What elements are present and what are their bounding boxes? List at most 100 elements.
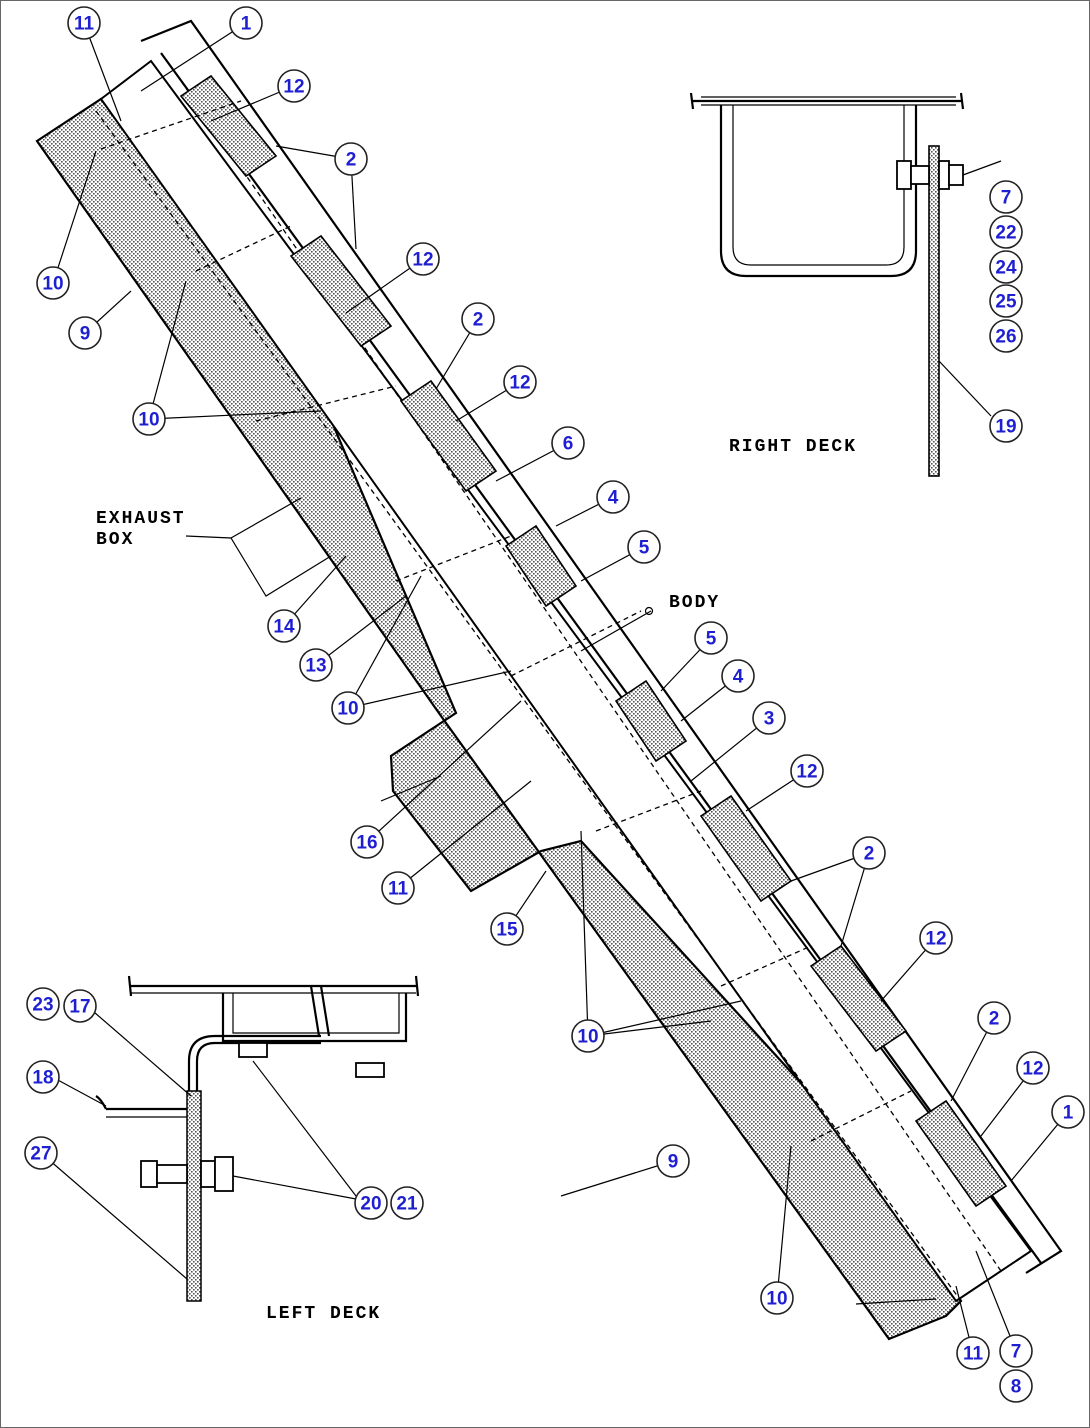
band-tick-2 [855, 1298, 937, 1305]
cross-lines [100, 100, 912, 1142]
callout-number: 12 [412, 250, 433, 271]
callout-18: 18 [26, 1060, 60, 1094]
callout-17: 17 [63, 989, 97, 1023]
callout-circle [277, 69, 311, 103]
callout-number: 2 [346, 150, 357, 171]
callout-circle [490, 912, 524, 946]
callout-number: 12 [796, 762, 817, 783]
callout-circle [350, 825, 384, 859]
callout-circle [852, 836, 886, 870]
callout-number: 5 [639, 538, 650, 559]
callout-12: 12 [790, 754, 824, 788]
callout-number: 12 [925, 929, 946, 950]
callout-number: 16 [356, 833, 377, 854]
callout-9: 9 [656, 1144, 690, 1178]
callout-2: 2 [852, 836, 886, 870]
callout-circle [1051, 1095, 1085, 1129]
callout-number: 17 [69, 997, 90, 1018]
callout-13: 13 [299, 648, 333, 682]
callout-number: 24 [995, 258, 1017, 279]
callout-number: 1 [241, 14, 252, 35]
callout-circle [919, 921, 953, 955]
callout-circle [752, 701, 786, 735]
callout-10: 10 [760, 1281, 794, 1315]
callout-number: 3 [764, 709, 775, 730]
callout-circle [132, 402, 166, 436]
callout-number: 8 [1011, 1377, 1022, 1398]
callout-circle [989, 180, 1023, 214]
callout-circle [989, 409, 1023, 443]
body-leader [580, 610, 652, 652]
callout-circle [989, 319, 1023, 353]
callout-circle [390, 1186, 424, 1220]
callout-number: 6 [563, 434, 574, 455]
callout-number: 13 [305, 656, 326, 677]
callout-circle [381, 871, 415, 905]
callout-circle [461, 302, 495, 336]
exhaust-box-bracket-2 [230, 497, 302, 539]
callout-4: 4 [596, 480, 630, 514]
callout-number: 1 [1063, 1103, 1074, 1124]
exhaust-box-label-1: EXHAUST [96, 509, 186, 529]
callout-10: 10 [571, 1019, 605, 1053]
callout-5: 5 [694, 621, 728, 655]
insulation-band [35, 97, 963, 1341]
callout-circle [267, 609, 301, 643]
callout-circle [790, 754, 824, 788]
callout-11: 11 [67, 6, 101, 40]
callout-4: 4 [721, 659, 755, 693]
callout-number: 10 [138, 410, 159, 431]
callout-circle [656, 1144, 690, 1178]
callout-number: 2 [989, 1009, 1000, 1030]
callout-circle [63, 989, 97, 1023]
callout-number: 5 [706, 629, 717, 650]
callout-7: 7 [989, 180, 1023, 214]
callout-circle [760, 1281, 794, 1315]
rail-panels [179, 74, 1008, 1208]
callout-2: 2 [977, 1001, 1011, 1035]
callout-12: 12 [1016, 1051, 1050, 1085]
callout-number: 11 [74, 14, 95, 35]
callout-circle [999, 1369, 1033, 1403]
outer-rail [140, 19, 1063, 1274]
callout-23: 23 [26, 987, 60, 1021]
callout-number: 4 [608, 488, 619, 509]
callout-number: 11 [963, 1344, 984, 1365]
callout-14: 14 [267, 609, 301, 643]
walkway [99, 59, 1033, 1303]
callout-circle [503, 365, 537, 399]
callout-1: 1 [229, 6, 263, 40]
callout-25: 25 [989, 284, 1023, 318]
callout-number: 10 [766, 1289, 787, 1310]
left-deck-detail [40, 975, 420, 1302]
callout-circle [68, 316, 102, 350]
right-deck-label: RIGHT DECK [729, 437, 857, 457]
callout-number: 26 [995, 327, 1016, 348]
callout-number: 22 [995, 223, 1016, 244]
callout-circle [354, 1186, 388, 1220]
callout-circle [694, 621, 728, 655]
callout-number: 21 [396, 1194, 418, 1215]
callout-11: 11 [381, 871, 415, 905]
callout-number: 10 [42, 274, 63, 295]
callout-number: 2 [473, 310, 484, 331]
body-label: BODY [669, 593, 720, 613]
deck-assembly [35, 19, 1069, 1354]
callout-21: 21 [390, 1186, 424, 1220]
callout-circle [977, 1001, 1011, 1035]
callout-number: 10 [577, 1027, 598, 1048]
callout-2: 2 [334, 142, 368, 176]
right-deck-detail [689, 92, 1002, 477]
callout-circle [299, 648, 333, 682]
callout-9: 9 [68, 316, 102, 350]
callout-3: 3 [752, 701, 786, 735]
bolt-row [95, 110, 962, 1302]
callout-24: 24 [989, 250, 1023, 284]
callout-27: 27 [24, 1136, 58, 1170]
left-deck-label: LEFT DECK [266, 1304, 381, 1324]
callout-5: 5 [627, 530, 661, 564]
callout-10: 10 [36, 266, 70, 300]
